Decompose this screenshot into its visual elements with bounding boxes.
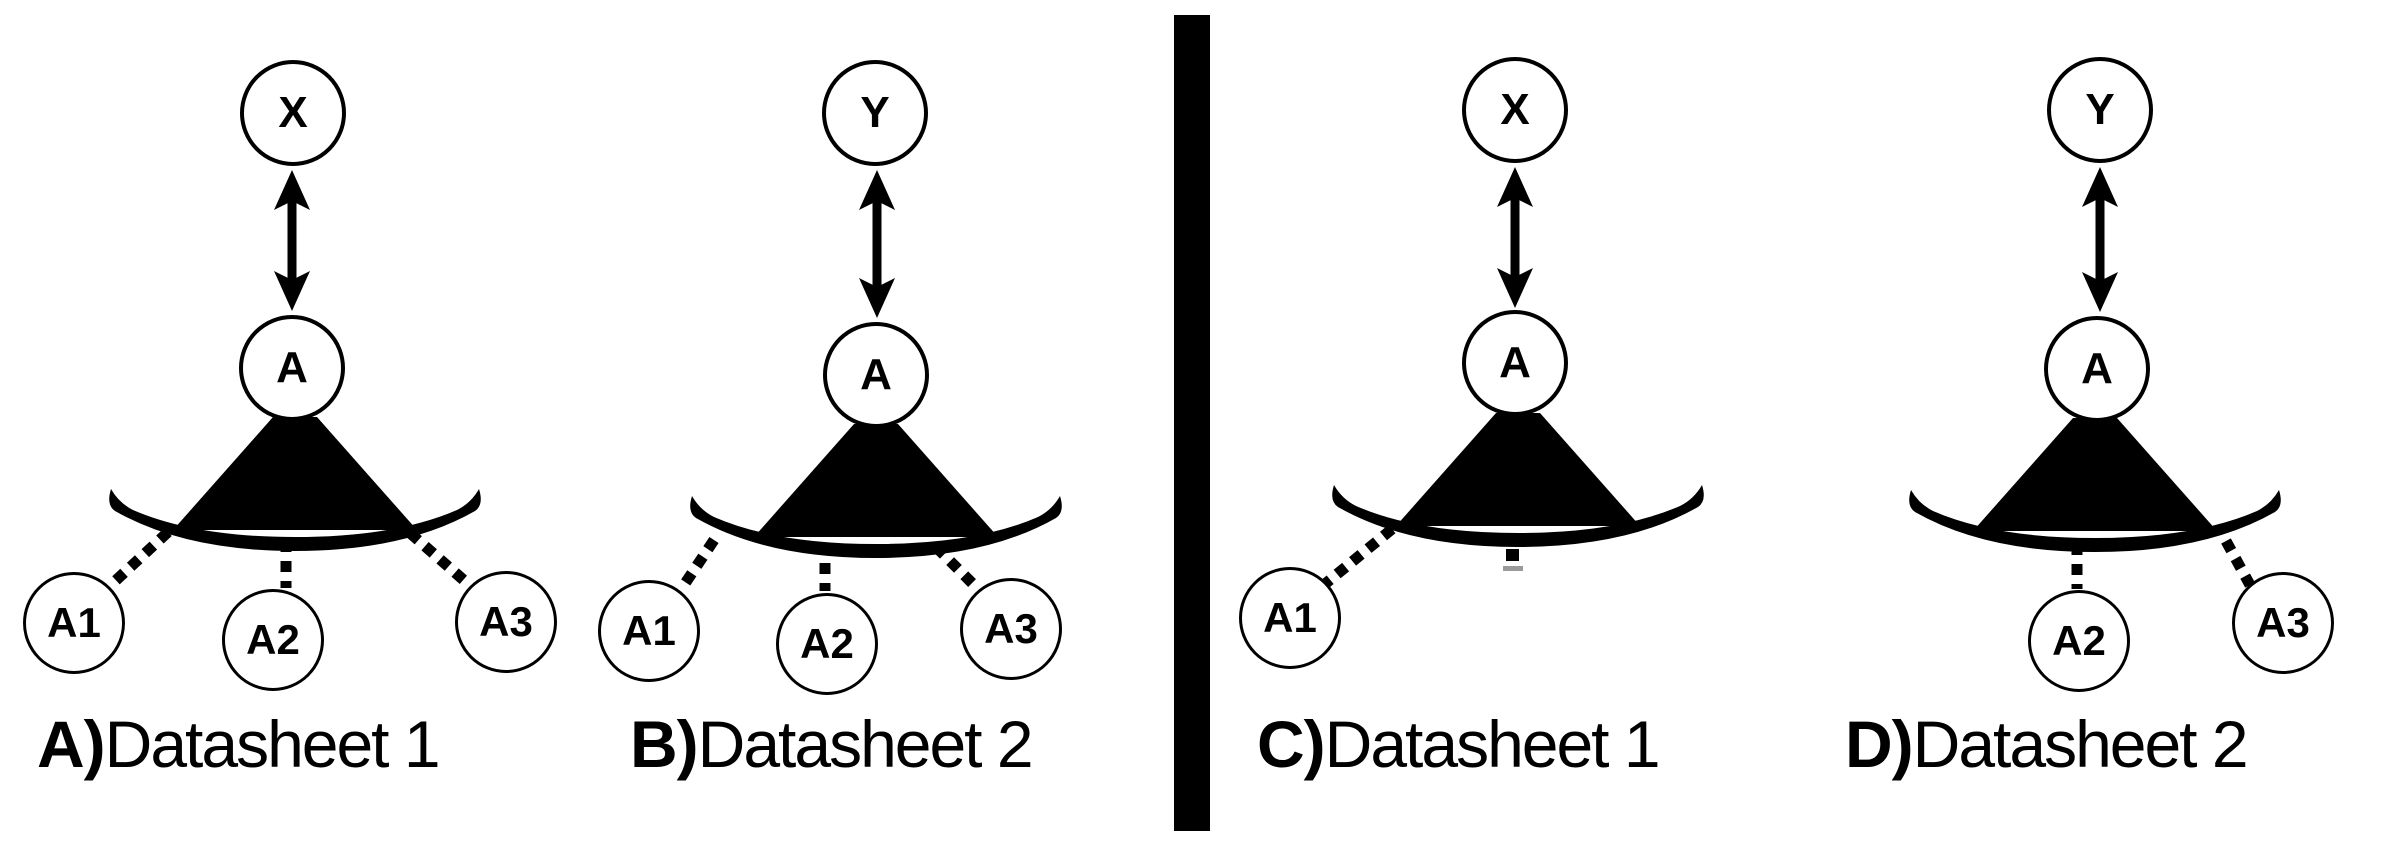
panel-a-node-a2: A2 <box>222 589 324 691</box>
panel-c-node-a-label: A <box>1499 338 1531 387</box>
panel-a-caption-prefix: A) <box>37 707 106 781</box>
panel-c-node-x-label: X <box>1500 85 1530 134</box>
panel-c-stub-dash <box>1503 566 1523 571</box>
section-divider-bar <box>1174 15 1210 831</box>
panel-d-node-a-label: A <box>2081 344 2113 393</box>
panel-b-node-a3: A3 <box>960 578 1062 680</box>
panel-b-node-a2-label: A2 <box>800 620 854 667</box>
panel-b-node-a-label: A <box>860 350 892 399</box>
panel-b-node-y: Y <box>822 60 928 166</box>
panel-a-node-x: X <box>240 60 346 166</box>
panel-a-caption: A)Datasheet 1 <box>37 711 441 777</box>
panel-d-node-y-label: Y <box>2085 85 2115 134</box>
panel-b-fan-shape <box>690 424 1062 558</box>
panel-c-caption: C)Datasheet 1 <box>1257 711 1661 777</box>
panel-b-node-a2: A2 <box>776 593 878 695</box>
panel-b-double-arrow <box>859 170 895 318</box>
panel-d-caption: D)Datasheet 2 <box>1845 711 2249 777</box>
panel-d-caption-prefix: D) <box>1845 707 1914 781</box>
panel-d-node-a: A <box>2044 316 2150 422</box>
panel-b-node-a1-label: A1 <box>622 607 676 654</box>
panel-b-node-y-label: Y <box>860 88 890 137</box>
panel-c-node-x: X <box>1462 57 1568 163</box>
panel-c-caption-text: Datasheet 1 <box>1324 707 1661 781</box>
panel-d-node-y: Y <box>2047 57 2153 163</box>
panel-b-node-a1: A1 <box>598 580 700 682</box>
panel-a-node-a1: A1 <box>23 572 125 674</box>
panel-b-caption-text: Datasheet 2 <box>697 707 1034 781</box>
panel-b-caption-prefix: B) <box>630 707 699 781</box>
panel-a-node-a-label: A <box>276 343 308 392</box>
panel-a-node-x-label: X <box>278 88 308 137</box>
panel-b-node-a3-label: A3 <box>984 605 1038 652</box>
panel-d-caption-text: Datasheet 2 <box>1912 707 2249 781</box>
panel-a-node-a1-label: A1 <box>47 599 101 646</box>
panel-a-node-a: A <box>239 315 345 421</box>
panel-c-node-a: A <box>1462 310 1568 416</box>
panel-a-node-a2-label: A2 <box>246 616 300 663</box>
panel-d-fan-shape <box>1909 418 2281 552</box>
panel-c-node-a1: A1 <box>1239 567 1341 669</box>
panel-d-node-a2: A2 <box>2028 590 2130 692</box>
panel-c-caption-prefix: C) <box>1257 707 1326 781</box>
panel-c-node-a1-label: A1 <box>1263 594 1317 641</box>
panel-b-caption: B)Datasheet 2 <box>630 711 1034 777</box>
panel-d-node-a3: A3 <box>2232 572 2334 674</box>
panel-b-node-a: A <box>823 322 929 428</box>
panel-c-stub-dot <box>1506 549 1519 561</box>
panel-d-node-a2-label: A2 <box>2052 617 2106 664</box>
panel-c-double-arrow <box>1497 167 1533 308</box>
panel-a-fan-shape <box>109 417 481 551</box>
panel-d-double-arrow <box>2082 167 2118 312</box>
panel-d-node-a3-label: A3 <box>2256 599 2310 646</box>
panel-a-caption-text: Datasheet 1 <box>104 707 441 781</box>
panel-a-double-arrow <box>274 170 310 311</box>
panel-a-node-a3: A3 <box>455 571 557 673</box>
panel-c-fan-shape <box>1332 413 1704 547</box>
panel-a-node-a3-label: A3 <box>479 598 533 645</box>
